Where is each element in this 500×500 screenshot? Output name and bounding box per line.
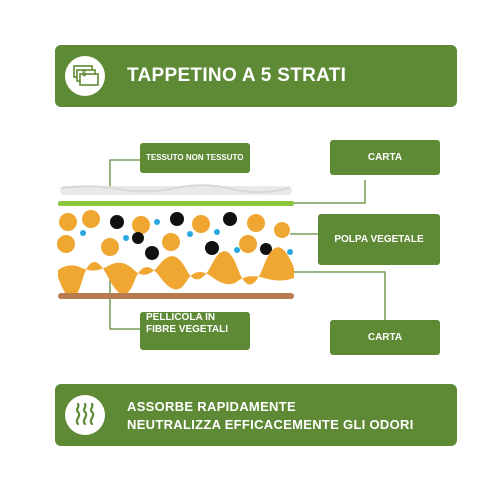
- label-pellicola-line2: FIBRE VEGETALI: [146, 324, 229, 335]
- label-tessuto: TESSUTO NON TESSUTO: [140, 143, 250, 173]
- odor-waves-icon: [65, 395, 105, 435]
- connector-lines: [109, 159, 386, 330]
- pulp-strip: [58, 247, 294, 299]
- label-pellicola: PELLICOLA IN FIBRE VEGETALI: [140, 312, 250, 350]
- pulp-granules: [57, 210, 293, 260]
- svg-text:$: $: [82, 69, 87, 78]
- label-carta-bottom: CARTA: [330, 320, 440, 355]
- claims-text: ASSORBE RAPIDAMENTE NEUTRALIZZA EFFICACE…: [127, 398, 414, 434]
- fiber-film-layer: [58, 293, 294, 299]
- label-polpa: POLPA VEGETALE: [318, 214, 440, 265]
- label-carta-top: CARTA: [330, 140, 440, 175]
- layers-money-icon: $: [65, 56, 105, 96]
- header-banner: $ TAPPETINO A 5 STRATI: [55, 45, 457, 107]
- footer-banner: ASSORBE RAPIDAMENTE NEUTRALIZZA EFFICACE…: [55, 384, 457, 446]
- claim-line-2: NEUTRALIZZA EFFICACEMENTE GLI ODORI: [127, 417, 414, 432]
- paper-layer-top: [58, 201, 294, 206]
- claim-line-1: ASSORBE RAPIDAMENTE: [127, 399, 296, 414]
- label-pellicola-line1: PELLICOLA IN: [146, 312, 216, 323]
- page-title: TAPPETINO A 5 STRATI: [127, 65, 347, 86]
